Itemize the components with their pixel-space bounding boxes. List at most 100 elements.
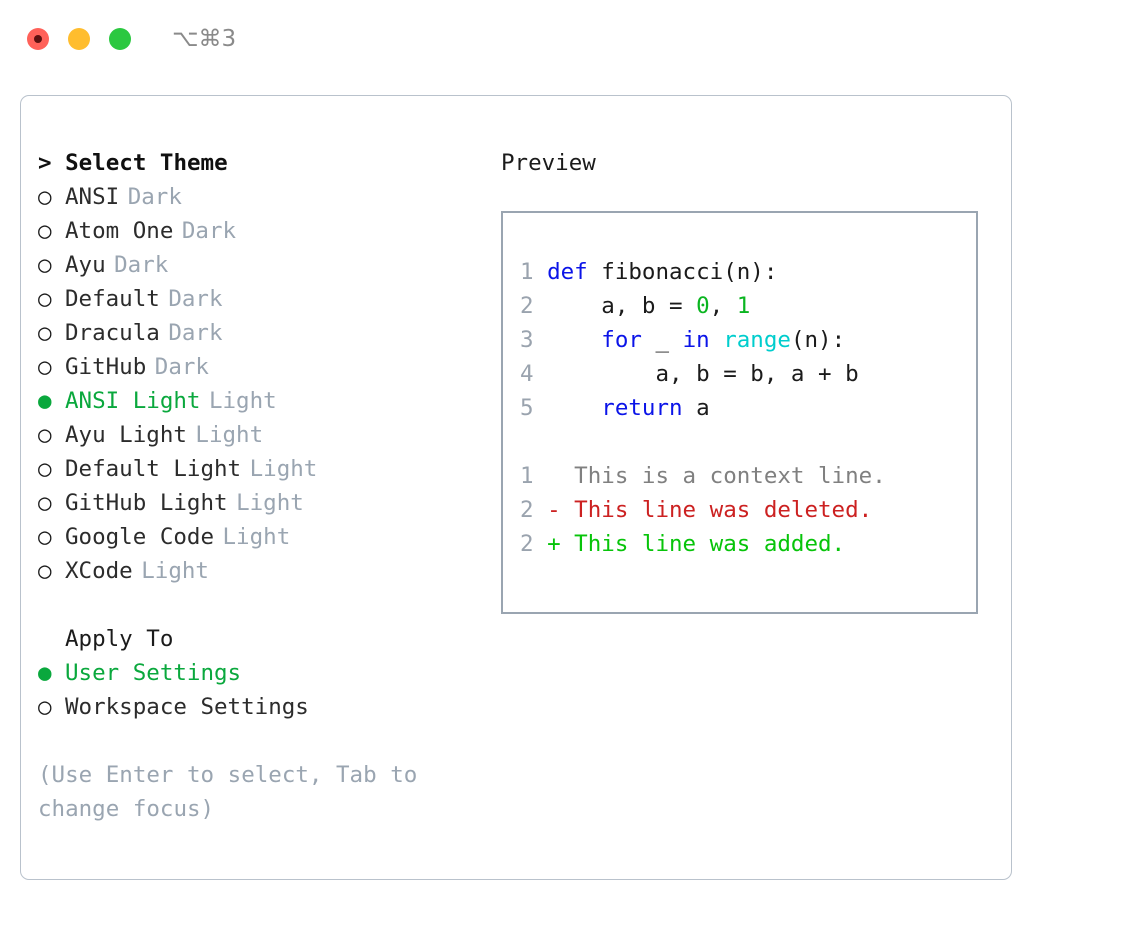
gutter-gap [534, 361, 548, 387]
hint-spacer [38, 724, 468, 758]
code-line: 5 return a [520, 391, 970, 425]
page-title: > Select Theme [38, 150, 228, 176]
theme-option-dracula[interactable]: ○ Dracula Dark [38, 316, 468, 350]
theme-option-label: Ayu [65, 252, 106, 278]
code-token [547, 327, 601, 353]
close-button[interactable] [27, 28, 49, 50]
gutter-gap [534, 395, 548, 421]
code-token [547, 395, 601, 421]
theme-option-label: GitHub [65, 354, 147, 380]
diff-line: 1 This is a context line. [520, 459, 970, 493]
code-line: 4 a, b = b, a + b [520, 357, 970, 391]
code-token: 0 [696, 293, 710, 319]
line-number: 2 [520, 293, 534, 319]
radio-unselected-icon: ○ [38, 456, 52, 482]
diff-sample: 1 This is a context line.2 - This line w… [520, 459, 970, 561]
code-token: a, b = [547, 293, 697, 319]
apply-to-options: ● User Settings ○ Workspace Settings [38, 656, 468, 724]
theme-option-label: Default [65, 286, 160, 312]
apply-to-option-workspace-settings[interactable]: ○ Workspace Settings [38, 690, 468, 724]
apply-to-option-label: User Settings [65, 660, 242, 686]
code-token: , [709, 293, 737, 319]
radio-unselected-icon: ○ [38, 184, 52, 210]
gutter-gap [534, 293, 548, 319]
theme-variant-badge: Dark [168, 286, 223, 312]
code-line: 3 for _ in range(n): [520, 323, 970, 357]
theme-variant-badge: Light [208, 388, 277, 414]
code-line: 2 a, b = 0, 1 [520, 289, 970, 323]
theme-variant-badge: Dark [154, 354, 209, 380]
radio-unselected-icon: ○ [38, 558, 52, 584]
code-token: in [682, 327, 710, 353]
theme-option-label: Google Code [65, 524, 215, 550]
code-token: a [682, 395, 710, 421]
theme-option-label: ANSI [65, 184, 120, 210]
line-number: 2 [520, 531, 534, 557]
radio-selected-icon: ● [38, 388, 52, 414]
minimize-button[interactable] [68, 28, 90, 50]
code-token [710, 327, 724, 353]
theme-variant-badge: Light [236, 490, 304, 516]
theme-option-label: ANSI Light [65, 388, 201, 414]
code-token: a, b = b, a + b [547, 361, 859, 387]
code-token: 1 [736, 293, 751, 319]
apply-to-label: Apply To [65, 626, 174, 652]
diff-text: - This line was deleted. [533, 497, 873, 523]
apply-to-option-label: Workspace Settings [65, 694, 309, 720]
gutter-gap [534, 259, 548, 285]
radio-unselected-icon: ○ [38, 694, 52, 720]
radio-unselected-icon: ○ [38, 252, 52, 278]
radio-unselected-icon: ○ [38, 490, 52, 516]
code-diff-gap [520, 425, 970, 459]
keyboard-shortcut-label: ⌥⌘3 [172, 26, 237, 52]
theme-option-default[interactable]: ○ Default Dark [38, 282, 468, 316]
diff-line: 2 + This line was added. [520, 527, 970, 561]
theme-option-label: Atom One [65, 218, 174, 244]
theme-option-label: Default Light [65, 456, 242, 482]
radio-unselected-icon: ○ [38, 524, 52, 550]
line-number: 1 [520, 463, 534, 489]
theme-variant-badge: Dark [168, 320, 223, 346]
gutter-gap [534, 327, 548, 353]
radio-unselected-icon: ○ [38, 320, 52, 346]
theme-variant-badge: Light [222, 524, 291, 550]
line-number: 1 [520, 259, 534, 285]
title-bar: ⌥⌘3 [0, 0, 1140, 78]
theme-variant-badge: Light [141, 558, 209, 584]
theme-option-label: XCode [65, 558, 133, 584]
maximize-button[interactable] [109, 28, 131, 50]
code-token: for [601, 327, 642, 353]
code-token: range [723, 327, 791, 353]
preview-title: Preview [501, 150, 596, 176]
code-token: return [601, 395, 683, 421]
diff-line: 2 - This line was deleted. [520, 493, 970, 527]
code-token: _ [641, 327, 683, 353]
apply-to-option-user-settings[interactable]: ● User Settings [38, 656, 468, 690]
theme-option-ansi-light[interactable]: ● ANSI Light Light [38, 384, 468, 418]
preview-column: Preview 1 def fibonacci(n):2 a, b = 0, 1… [501, 146, 991, 614]
code-token: fibonacci(n): [587, 259, 778, 285]
theme-option-google-code[interactable]: ○ Google Code Light [38, 520, 468, 554]
radio-unselected-icon: ○ [38, 286, 52, 312]
radio-unselected-icon: ○ [38, 354, 52, 380]
line-number: 4 [520, 361, 534, 387]
theme-variant-badge: Light [195, 422, 264, 448]
radio-unselected-icon: ○ [38, 422, 52, 448]
diff-text: + This line was added. [533, 531, 846, 557]
theme-option-xcode[interactable]: ○ XCode Light [38, 554, 468, 588]
radio-selected-icon: ● [38, 660, 52, 686]
theme-option-label: Dracula [65, 320, 160, 346]
theme-option-github[interactable]: ○ GitHub Dark [38, 350, 468, 384]
